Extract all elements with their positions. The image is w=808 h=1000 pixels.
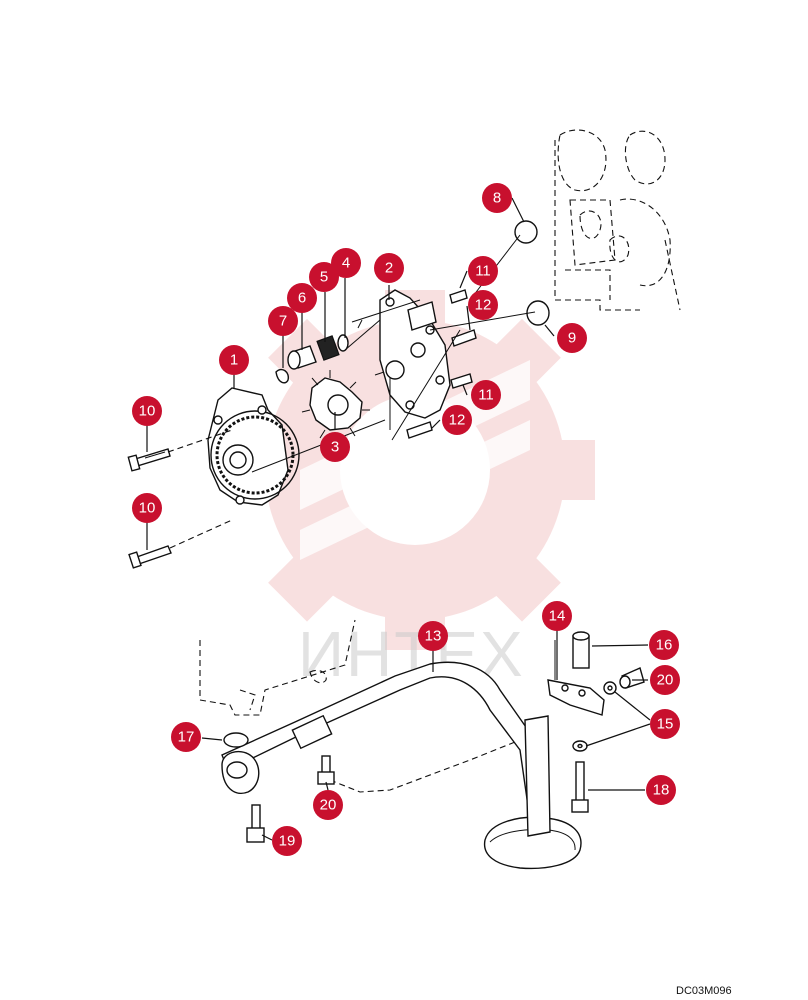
callout-17: 17: [171, 722, 201, 752]
svg-text:13: 13: [425, 628, 442, 645]
engine-block-outline: [554, 129, 681, 311]
callout-8: 8: [482, 183, 512, 213]
o-ring-8: [514, 220, 538, 244]
svg-text:14: 14: [549, 608, 566, 625]
callout-7: 7: [268, 306, 298, 336]
svg-text:15: 15: [657, 716, 674, 733]
callout-11-upper: 11: [468, 256, 498, 286]
svg-text:4: 4: [342, 255, 350, 272]
lower-block-outline: [199, 619, 521, 793]
callout-14: 14: [542, 601, 572, 631]
svg-text:6: 6: [298, 290, 306, 307]
o-ring-17: [223, 732, 249, 748]
callout-19: 19: [272, 826, 302, 856]
bolt-10-lower: [128, 545, 172, 569]
svg-text:9: 9: [568, 330, 576, 347]
callout-5: 5: [309, 262, 339, 292]
svg-text:8: 8: [493, 190, 501, 207]
callout-16: 16: [649, 630, 679, 660]
bolt-10-upper: [127, 448, 171, 472]
callout-20-upper: 20: [650, 665, 680, 695]
callout-18: 18: [646, 775, 676, 805]
bolts-11-12: [406, 289, 477, 439]
drawing-code: DC03M096: [676, 985, 732, 997]
svg-text:12: 12: [449, 412, 466, 429]
callout-6: 6: [287, 283, 317, 313]
svg-text:20: 20: [320, 797, 337, 814]
callout-12-lower: 12: [442, 405, 472, 435]
svg-text:18: 18: [653, 782, 670, 799]
callout-3: 3: [320, 432, 350, 462]
callout-11-lower: 11: [471, 380, 501, 410]
bracket-14: [547, 640, 605, 716]
callout-10-lower: 10: [132, 493, 162, 523]
svg-text:12: 12: [475, 297, 492, 314]
callout-leaders: [146, 197, 651, 841]
svg-text:1: 1: [230, 352, 238, 369]
svg-text:11: 11: [475, 263, 491, 280]
callout-4: 4: [331, 248, 361, 278]
svg-text:2: 2: [385, 260, 393, 277]
svg-text:17: 17: [178, 729, 195, 746]
svg-text:11: 11: [478, 387, 494, 404]
callout-12-upper: 12: [468, 290, 498, 320]
oil-pump-body: [207, 387, 300, 506]
svg-text:19: 19: [279, 833, 296, 850]
svg-text:10: 10: [139, 500, 156, 517]
inner-rotor-gear: [301, 370, 370, 439]
svg-text:20: 20: [657, 672, 674, 689]
callout-2: 2: [374, 253, 404, 283]
spacer-16: [572, 631, 590, 669]
bolt-20-upper: [619, 667, 645, 689]
pump-cover-plate: [379, 289, 451, 419]
bolt-18: [571, 761, 589, 813]
relief-valve-parts: [275, 334, 349, 384]
callout-9: 9: [557, 323, 587, 353]
bolt-20-lower: [317, 755, 335, 785]
svg-text:5: 5: [320, 269, 328, 286]
oil-strainer-tube: [221, 661, 582, 870]
svg-text:10: 10: [139, 403, 156, 420]
svg-text:7: 7: [279, 313, 287, 330]
callout-10-upper: 10: [132, 396, 162, 426]
callout-1: 1: [219, 345, 249, 375]
assembly-lines: [167, 234, 536, 549]
svg-text:3: 3: [331, 439, 339, 456]
svg-text:16: 16: [656, 637, 673, 654]
callout-15: 15: [650, 709, 680, 739]
callout-20-lower: 20: [313, 790, 343, 820]
callout-13: 13: [418, 621, 448, 651]
bolt-19: [246, 804, 265, 843]
